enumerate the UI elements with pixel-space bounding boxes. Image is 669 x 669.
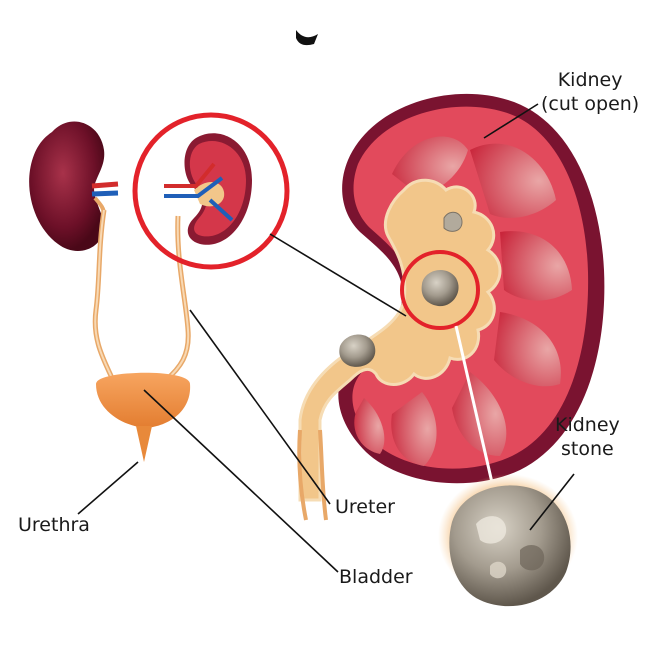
urethra-label: Urethra bbox=[18, 514, 90, 536]
kidney-stone-label: Kidney stone bbox=[555, 413, 620, 461]
top-mark-fragment bbox=[296, 30, 318, 46]
leader-ureter-1 bbox=[189, 309, 331, 505]
stone-label-line1: Kidney bbox=[555, 414, 620, 436]
small-cut-kidney bbox=[164, 133, 252, 245]
kidney-label-line1: Kidney bbox=[557, 69, 623, 91]
kidney-cut-open-label: Kidney (cut open) bbox=[541, 68, 639, 116]
leader-bladder bbox=[143, 389, 339, 573]
zoom-highlight-circle bbox=[132, 112, 290, 270]
bladder bbox=[96, 372, 191, 462]
stone-label-line2: stone bbox=[561, 438, 614, 460]
kidney-label-line2: (cut open) bbox=[541, 93, 640, 115]
big-cut-open-kidney bbox=[297, 93, 605, 521]
leader-stone bbox=[529, 473, 575, 531]
large-kidney-stone bbox=[438, 474, 578, 607]
leader-ureter-2 bbox=[269, 233, 407, 317]
stone-highlight-circle bbox=[400, 250, 480, 330]
ureter-label: Ureter bbox=[335, 496, 395, 518]
leader-urethra bbox=[77, 461, 139, 515]
leader-kidney bbox=[483, 103, 539, 139]
left-kidney bbox=[29, 121, 119, 251]
bladder-label: Bladder bbox=[339, 566, 413, 588]
